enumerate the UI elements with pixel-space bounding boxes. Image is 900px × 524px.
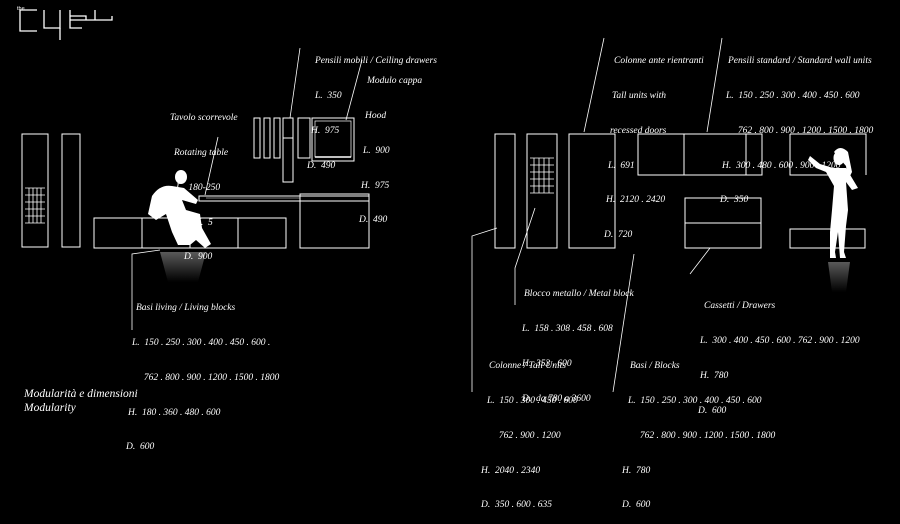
- label-living-blocks: Basi living / Living blocks L. 150 . 250…: [126, 303, 280, 453]
- standing-person-reflection: [828, 262, 850, 292]
- left-tall-unit-2: [61, 133, 81, 248]
- right-tall-unit: [494, 133, 516, 249]
- label-hood-module: Modulo cappa Hood L. 900 H. 975 D. 490: [359, 76, 423, 226]
- standard-wall-units: [637, 133, 763, 176]
- label-recessed-tall-units: Colonne ante rientranti Tall units with …: [604, 56, 704, 241]
- label-tall-units: Colonne / Tall Units L. 150 . 300 . 450 …: [481, 361, 578, 511]
- left-tall-unit-1: [21, 133, 49, 248]
- standing-person: [808, 148, 858, 258]
- label-drawers: Cassetti / Drawers L. 300 . 400 . 450 . …: [698, 301, 860, 416]
- metal-block-column: [526, 133, 558, 249]
- modularity-drawing: [19, 9, 867, 393]
- label-ceiling-drawers: Pensili mobili / Ceiling drawers L. 350 …: [307, 56, 437, 171]
- drawer-blocks: [684, 197, 762, 249]
- logo-mark: [19, 9, 113, 40]
- label-metal-block: Blocco metallo / Metal block L. 158 . 30…: [522, 289, 634, 404]
- hood-module: [311, 117, 355, 162]
- ceiling-drawers: [253, 117, 311, 183]
- footer-caption: Modularità e dimensioni Modularity: [24, 387, 138, 415]
- wall-unit-with-lady: [789, 133, 867, 176]
- seated-person-reflection: [160, 252, 206, 282]
- lower-block-right: [789, 228, 866, 249]
- label-standard-wall-units: Pensili standard / Standard wall units L…: [720, 56, 874, 206]
- footer-title: Modularità e dimensioni: [24, 388, 138, 400]
- island-block: [299, 193, 370, 249]
- label-blocks: Basi / Blocks L. 150 . 250 . 300 . 400 .…: [622, 361, 776, 511]
- label-rotating-table: Tavolo scorrevole Rotating table L. 180-…: [170, 113, 238, 263]
- recessed-tall-unit: [568, 133, 616, 249]
- footer-subtitle: Modularity: [24, 402, 76, 414]
- logo-small-text: the: [17, 6, 25, 12]
- seated-person: [148, 170, 211, 248]
